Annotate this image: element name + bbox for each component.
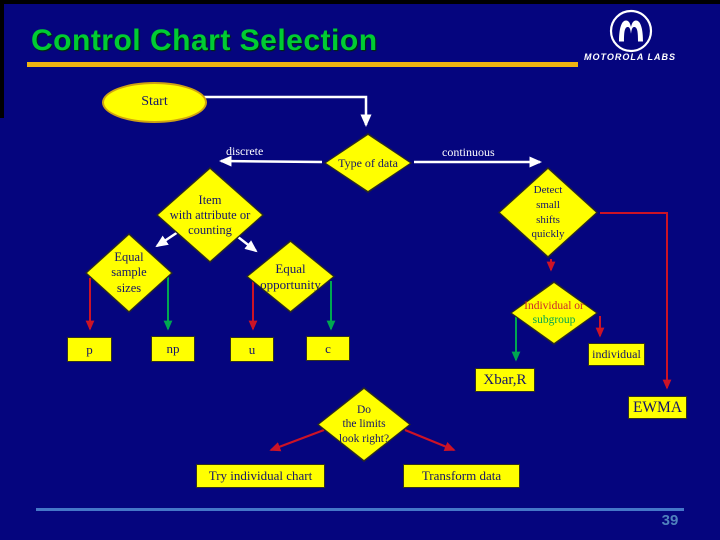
- transform-data-label: Transform data: [421, 468, 502, 483]
- individual-or-text: Individual or: [524, 299, 584, 312]
- u-label: u: [248, 341, 256, 357]
- connector-start-to-type-of-data: [204, 95, 372, 128]
- page-title: Control Chart Selection: [31, 24, 378, 57]
- motorola-labs-wordmark: MOTOROLA LABS: [584, 52, 676, 62]
- top-border: [0, 0, 720, 4]
- connector-to-transform-data: [404, 428, 456, 452]
- left-border: [0, 0, 4, 118]
- flowchart-node-try-individual-chart: Try individual chart: [196, 464, 325, 488]
- individual-or-subgroup-label: Individual or subgroup: [510, 281, 598, 345]
- flowchart-node-start: Start: [102, 82, 207, 123]
- equal-opportunity-label: Equal opportunity: [260, 260, 321, 292]
- type-of-data-label: Type of data: [338, 155, 398, 170]
- flowchart-node-type-of-data: Type of data: [324, 133, 412, 193]
- flowchart-node-u-chart: u: [230, 337, 274, 362]
- xbar-r-label: Xbar,R: [483, 371, 527, 388]
- do-limits-look-right-label: Do the limits look right?: [338, 403, 390, 445]
- item-attribute-label: Item with attribute or counting: [169, 192, 251, 237]
- flowchart-node-c-chart: c: [306, 336, 350, 361]
- footer-divider: [36, 508, 684, 511]
- connector-detect-to-ewma: [600, 212, 672, 390]
- edge-label-discrete: discrete: [226, 144, 264, 158]
- connector-to-try-individual-chart: [269, 428, 325, 452]
- connector-discrete: [219, 155, 323, 167]
- c-label: c: [325, 340, 331, 356]
- np-label: np: [166, 341, 180, 356]
- try-individual-chart-label: Try individual chart: [208, 468, 313, 483]
- individual-label: individual: [592, 347, 641, 361]
- page-number: 39: [661, 512, 679, 529]
- flowchart-node-p-chart: p: [67, 337, 112, 362]
- flowchart-node-equal-opportunity: Equal opportunity: [246, 240, 335, 313]
- ewma-label: EWMA: [632, 398, 683, 416]
- equal-sample-sizes-label: Equal sample sizes: [111, 249, 147, 295]
- motorola-logo-icon: [609, 9, 653, 53]
- flowchart-node-np-chart: np: [151, 336, 195, 362]
- flowchart-node-do-limits-look-right: Do the limits look right?: [317, 387, 411, 462]
- p-label: p: [86, 341, 93, 357]
- subgroup-text: subgroup: [532, 314, 576, 326]
- flowchart-node-individual-chart: individual: [588, 343, 645, 366]
- title-underline: [27, 62, 578, 67]
- edge-label-continuous: continuous: [442, 145, 495, 159]
- flowchart-node-individual-or-subgroup: Individual or subgroup: [510, 281, 598, 345]
- flowchart-node-ewma-chart: EWMA: [628, 396, 687, 419]
- flowchart-node-xbar-r-chart: Xbar,R: [475, 368, 535, 392]
- detect-small-shifts-label: Detect small shifts quickly: [531, 183, 565, 241]
- flowchart-node-equal-sample-sizes: Equal sample sizes: [85, 233, 173, 313]
- start-label: Start: [141, 94, 168, 110]
- flowchart-node-transform-data: Transform data: [403, 464, 520, 488]
- flowchart-node-detect-small-shifts: Detect small shifts quickly: [498, 167, 598, 258]
